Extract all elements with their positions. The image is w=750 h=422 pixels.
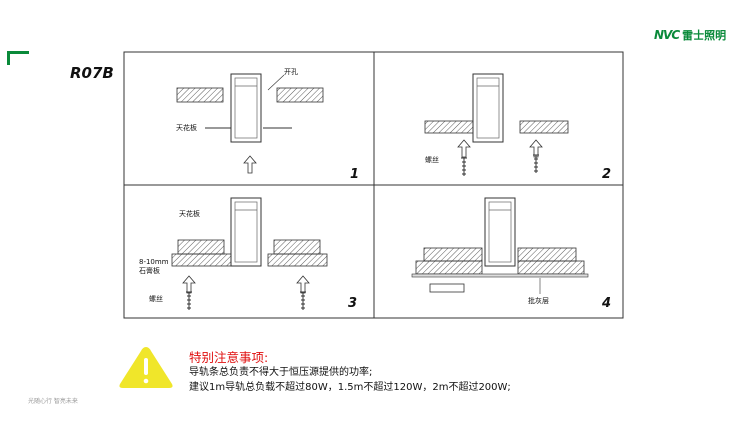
- putty-trowel-icon: [429, 283, 465, 293]
- panel-1: 开孔 天花板 1: [176, 68, 359, 182]
- ceiling-board: [276, 87, 324, 103]
- corner-mark: [7, 51, 29, 65]
- label-screw: 螺丝: [149, 294, 163, 303]
- step-number: 1: [350, 167, 359, 182]
- label-gypsum: 石膏板: [139, 266, 160, 275]
- label-putty: 批灰层: [528, 296, 549, 305]
- notice-title: 特别注意事项:: [189, 350, 269, 365]
- step-number: 3: [348, 296, 357, 311]
- panel-2: 螺丝 2: [424, 73, 611, 182]
- panel-3: 天花板 8-10mm 石膏板 螺丝 3: [139, 197, 357, 311]
- brand-mark: NVC: [654, 28, 680, 42]
- step-number: 4: [601, 296, 611, 311]
- step-number: 2: [602, 167, 611, 182]
- brand-name: 雷士照明: [682, 29, 727, 42]
- model-title: R07B: [70, 64, 114, 82]
- panel-4: 批灰层 4: [411, 197, 611, 311]
- brand-logo: NVC 雷士照明: [654, 27, 726, 43]
- label-gypsum-thickness: 8-10mm: [139, 258, 169, 266]
- footer-slogan: 光随心行 智亮未来: [28, 398, 78, 405]
- label-hole: 开孔: [284, 68, 298, 76]
- label-ceiling: 天花板: [176, 123, 197, 132]
- panel-grid: [123, 51, 624, 319]
- label-screw: 螺丝: [425, 155, 439, 164]
- warning-icon: [119, 347, 173, 388]
- ceiling-board: [176, 87, 224, 103]
- label-ceiling: 天花板: [179, 209, 200, 218]
- notice-line: 导轨条总负责不得大于恒压源提供的功率;: [189, 367, 373, 378]
- notice-line: 建议1m导轨总负载不超过80W，1.5m不超过120W，2m不超过200W;: [189, 382, 511, 393]
- notice-block: 特别注意事项: 导轨条总负责不得大于恒压源提供的功率; 建议1m导轨总负载不超过…: [189, 350, 511, 395]
